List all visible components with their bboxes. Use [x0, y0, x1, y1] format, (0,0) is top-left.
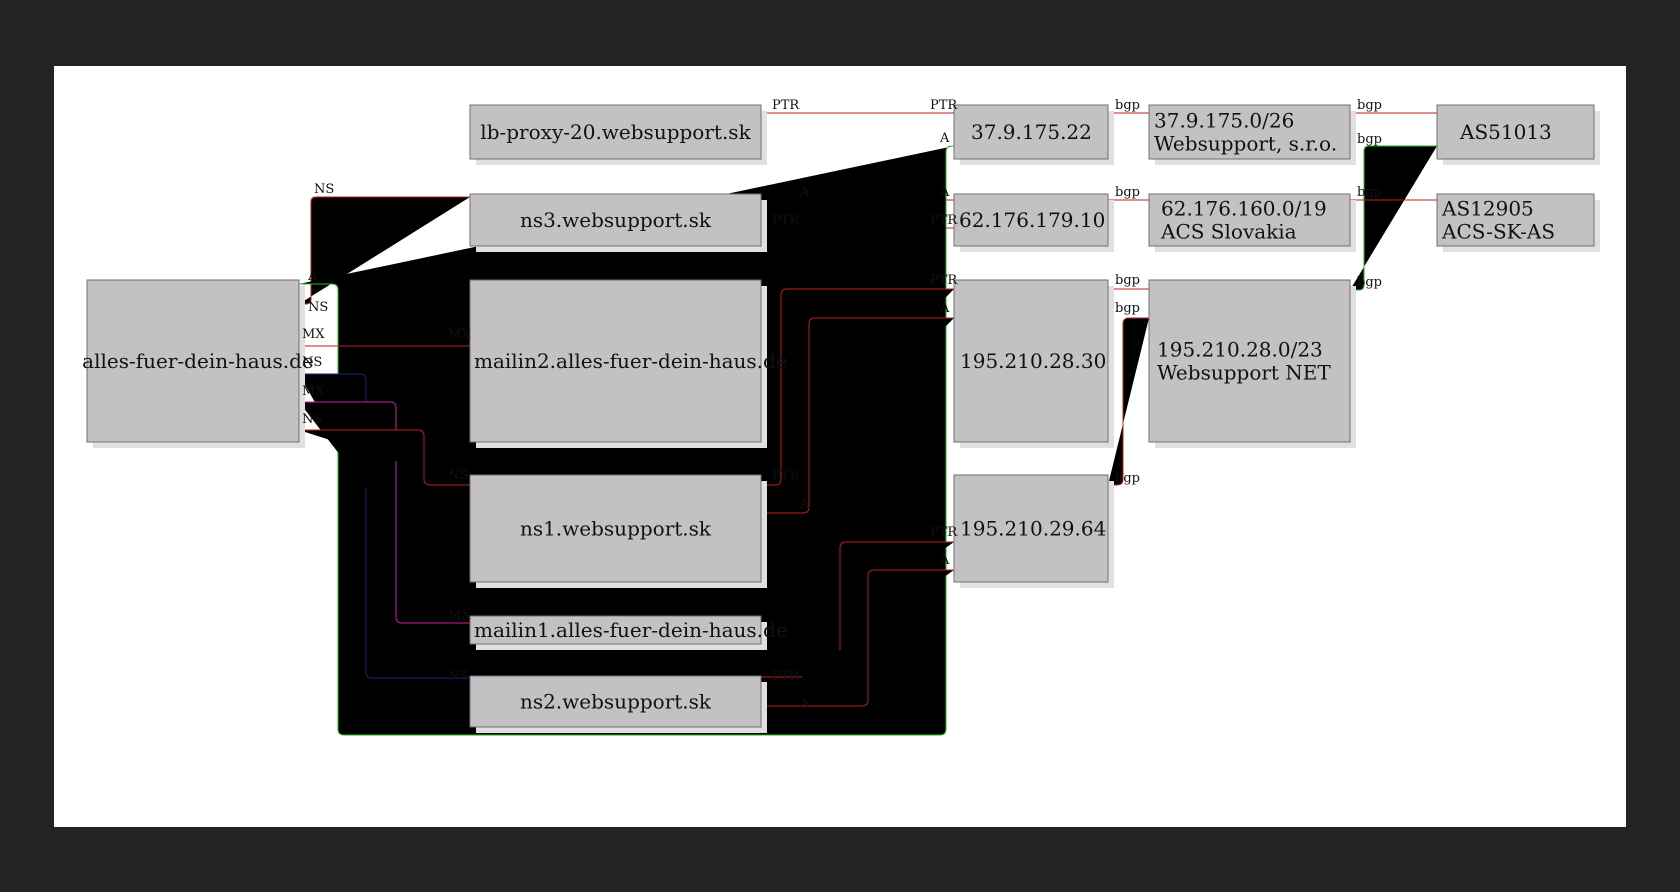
node-lb: lb-proxy-20.websupport.sk [469, 104, 767, 165]
edge-label: bgp [1357, 132, 1382, 147]
node-box [469, 615, 762, 645]
node-label: ACS-SK-AS [1441, 220, 1555, 244]
node-ns2: ns2.websupport.sk [469, 675, 767, 733]
edge-label: NS [302, 355, 322, 370]
edge-label: PTR [772, 669, 800, 684]
node-ip1: 37.9.175.22 [953, 104, 1114, 165]
edge-label: bgp [1115, 471, 1140, 486]
edge-label: A [939, 185, 950, 200]
node-mailin2: mailin2.alles-fuer-dein-haus.de [469, 279, 788, 448]
edge-label: NS [448, 468, 468, 483]
node-label: mailin2.alles-fuer-dein-haus.de [474, 349, 788, 373]
edge-label: PTR [772, 98, 800, 113]
node-box [469, 474, 762, 583]
edge-label: MX [302, 384, 325, 399]
node-label: AS12905 [1441, 197, 1534, 221]
node-label: ns1.websupport.sk [520, 517, 712, 541]
node-label: 37.9.175.0/26 [1154, 109, 1294, 133]
node-box [953, 193, 1109, 247]
edge-label: PTR [772, 468, 800, 483]
edge-label: NS [308, 300, 328, 315]
edge-label: PTR [930, 525, 958, 540]
edge-label: PTR [930, 273, 958, 288]
edge-label: bgp [1115, 273, 1140, 288]
node-label: AS51013 [1459, 120, 1552, 144]
node-label: Websupport, s.r.o. [1154, 132, 1337, 156]
node-label: ns3.websupport.sk [520, 208, 712, 232]
edge-label: A [307, 269, 318, 284]
node-label: 195.210.29.64 [960, 517, 1106, 541]
node-ip2: 62.176.179.10 [953, 193, 1114, 252]
edge-label: bgp [1357, 98, 1382, 113]
node-label: ns2.websupport.sk [520, 690, 712, 714]
edge-label: NS [302, 412, 322, 427]
node-ip3: 195.210.28.30 [953, 279, 1114, 448]
edge-label: A [799, 185, 810, 200]
node-box [469, 675, 762, 728]
edge-label: A [939, 553, 950, 568]
edge-label: NS [448, 669, 468, 684]
edge-label: bgp [1357, 185, 1382, 200]
node-ip4: 195.210.29.64 [953, 474, 1114, 588]
node-label: lb-proxy-20.websupport.sk [480, 120, 751, 144]
edge-label: PTR [772, 213, 800, 228]
edge-ns2-ip4 [761, 569, 954, 707]
node-box [1436, 193, 1595, 247]
node-box [86, 279, 300, 443]
node-label: Websupport NET [1157, 361, 1331, 385]
edge-label: PTR [930, 98, 958, 113]
node-as1: AS51013 [1436, 104, 1600, 165]
node-label: ACS Slovakia [1160, 220, 1297, 244]
node-box [1148, 104, 1351, 160]
node-box [469, 193, 762, 247]
node-label: 195.210.28.0/23 [1157, 338, 1323, 362]
node-label: 195.210.28.30 [960, 349, 1106, 373]
edge-label: PTR [930, 213, 958, 228]
edge-domain-ns1 [299, 429, 470, 486]
node-domain: alles-fuer-dein-haus.de [82, 279, 314, 448]
node-label: 37.9.175.22 [971, 120, 1092, 144]
node-label: mailin1.alles-fuer-dein-haus.de [474, 618, 788, 642]
node-box [953, 279, 1109, 443]
edge-label: A [939, 301, 950, 316]
node-label: 62.176.160.0/19 [1161, 197, 1327, 221]
node-ns3: ns3.websupport.sk [469, 193, 767, 252]
edge-net3-as1 [1350, 145, 1437, 291]
node-label: 62.176.179.10 [959, 208, 1105, 232]
edge-label: MX [448, 608, 471, 623]
node-box [1148, 193, 1351, 247]
node-ns1: ns1.websupport.sk [469, 474, 767, 588]
node-box [953, 474, 1109, 583]
node-mailin1: mailin1.alles-fuer-dein-haus.de [469, 615, 788, 650]
edge-label: bgp [1115, 185, 1140, 200]
edge-label: bgp [1357, 275, 1382, 290]
dns-graph: alles-fuer-dein-haus.de lb-proxy-20.websu… [82, 98, 1600, 736]
node-box [469, 104, 762, 160]
edge-label: A [939, 131, 950, 146]
node-label: alles-fuer-dein-haus.de [82, 349, 314, 373]
edge-label: MX [448, 327, 471, 342]
edge-label: bgp [1115, 301, 1140, 316]
edge-label: A [799, 697, 810, 712]
edge-ns1-ip3 [761, 317, 954, 514]
edge-label: MX [302, 327, 325, 342]
node-box [953, 104, 1109, 160]
node-box [469, 279, 762, 443]
diagram-canvas: alles-fuer-dein-haus.de lb-proxy-20.websu… [54, 66, 1626, 827]
edge-label: A [799, 497, 810, 512]
edge-ip4-net3 [1108, 317, 1149, 486]
edge-label: NS [314, 182, 334, 197]
edge-domain-mailin1 [299, 401, 470, 624]
node-box [1436, 104, 1595, 160]
edge-label: bgp [1115, 98, 1140, 113]
node-box [1148, 279, 1351, 443]
